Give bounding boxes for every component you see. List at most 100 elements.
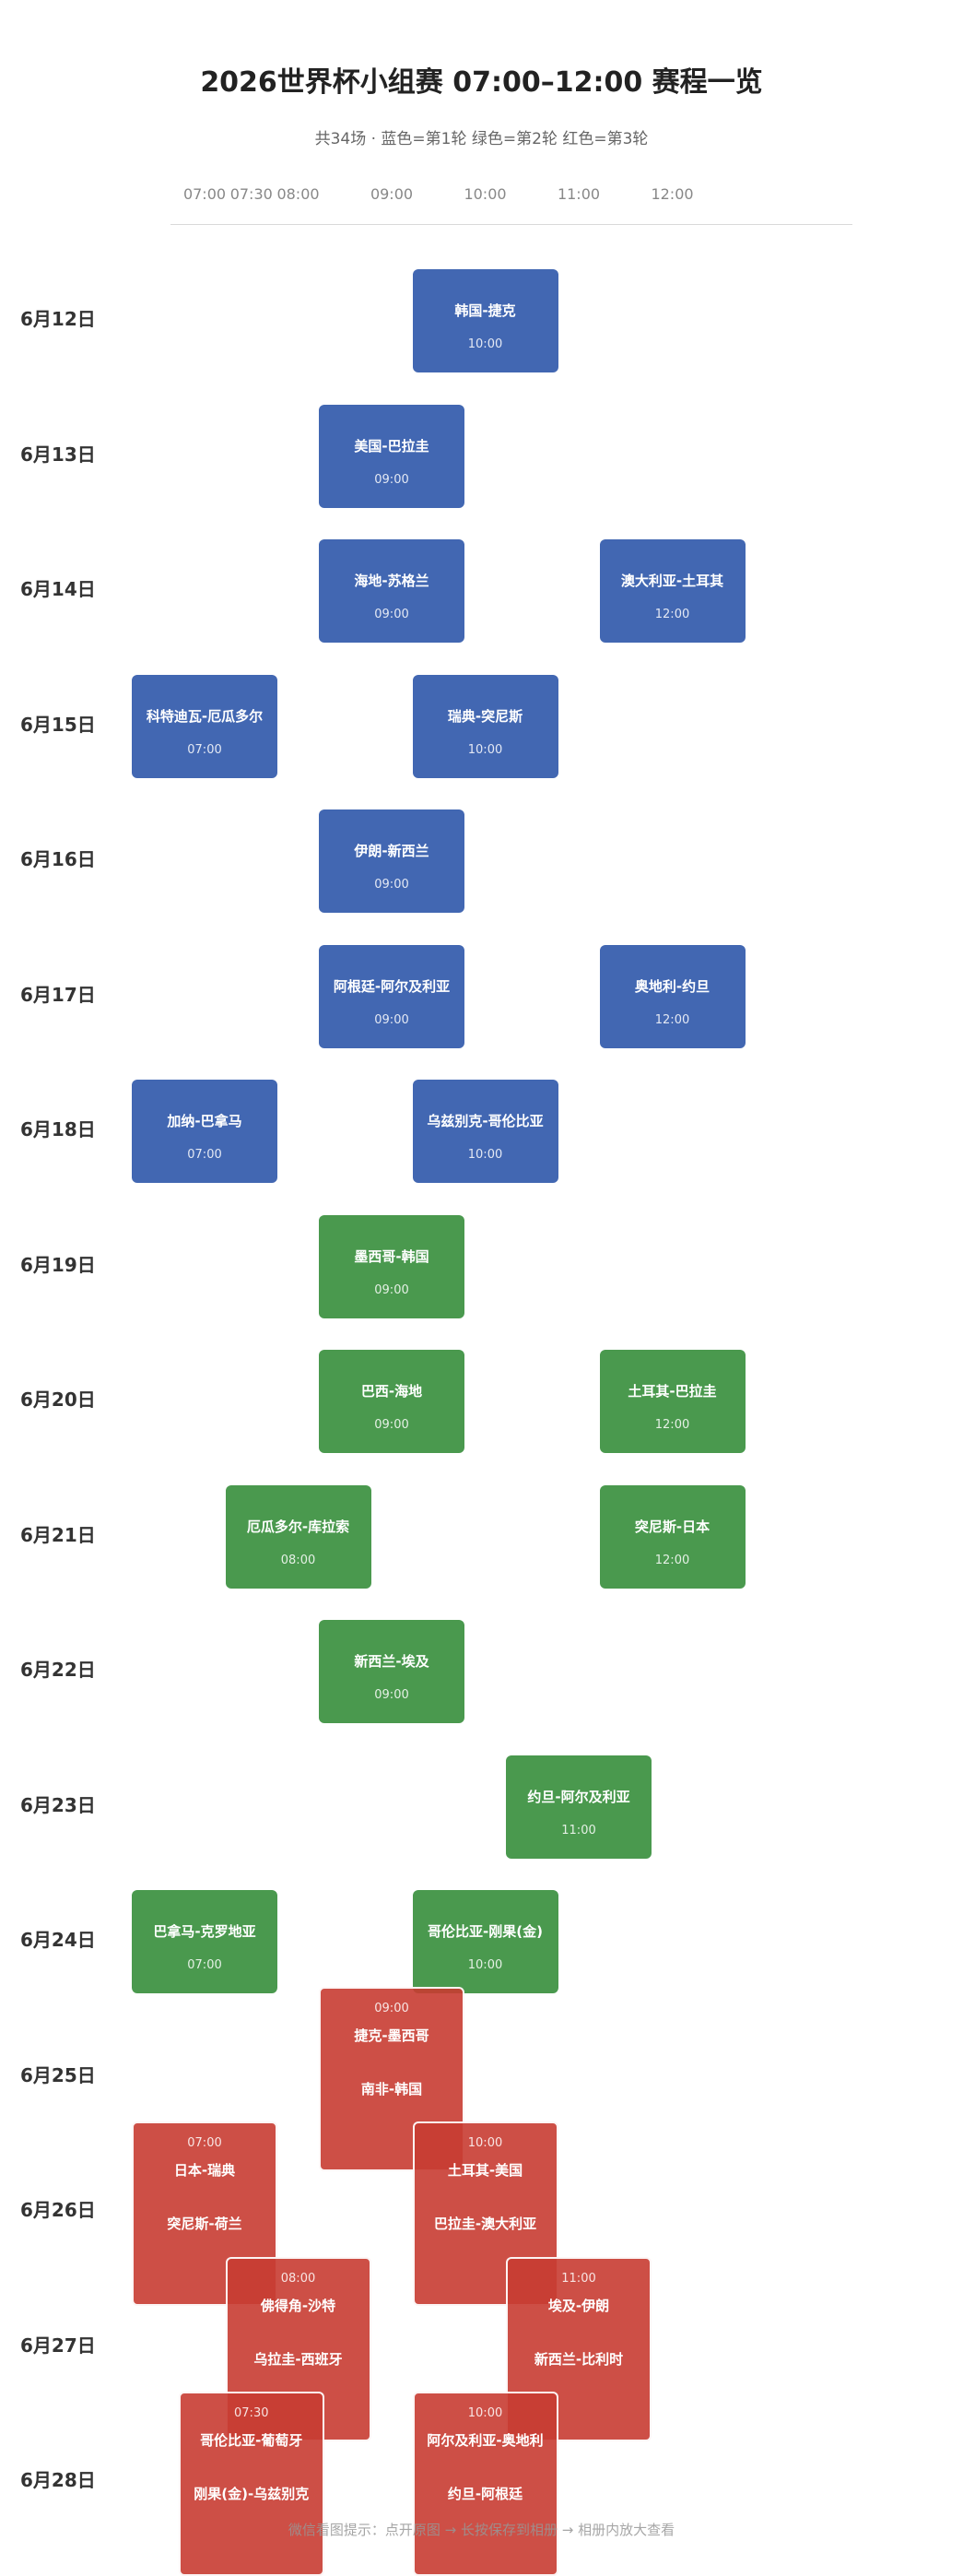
match-time: 12:00 xyxy=(654,1012,690,1027)
match-time: 09:00 xyxy=(374,608,409,621)
match-card[interactable]: 加纳-巴拿马 07:00 xyxy=(132,1080,277,1183)
day-label: 6月16日 xyxy=(20,848,96,870)
time-label: 12:00 xyxy=(651,185,694,203)
time-label: 11:00 xyxy=(557,185,601,203)
match-teams: 哥伦比亚-刚果(金) xyxy=(428,1923,543,1940)
match-time: 08:00 xyxy=(280,1553,316,1567)
match-time: 10:00 xyxy=(467,2136,503,2150)
match-teams: 乌拉圭-西班牙 xyxy=(253,2350,343,2368)
match-time: 09:00 xyxy=(374,1012,409,1027)
time-label: 09:00 xyxy=(370,185,414,203)
match-time: 12:00 xyxy=(654,1418,690,1432)
match-teams: 加纳-巴拿马 xyxy=(167,1113,242,1129)
match-teams: 美国-巴拉圭 xyxy=(354,437,429,455)
match-card[interactable]: 哥伦比亚-刚果(金) 10:00 xyxy=(412,1890,558,1993)
match-teams: 哥伦比亚-葡萄牙 xyxy=(200,2432,303,2449)
day-label: 6月17日 xyxy=(20,983,96,1006)
match-teams: 土耳其-美国 xyxy=(447,2162,523,2179)
match-teams: 海地-苏格兰 xyxy=(354,573,429,589)
match-time: 07:00 xyxy=(187,742,222,757)
match-time: 07:30 xyxy=(234,2406,269,2420)
match-teams: 土耳其-巴拉圭 xyxy=(628,1383,717,1400)
day-label: 6月15日 xyxy=(20,713,96,736)
match-card[interactable]: 07:30 哥伦比亚-葡萄牙刚果(金)-乌兹别克 xyxy=(178,2392,324,2576)
match-time: 07:00 xyxy=(187,1958,222,1972)
day-label: 6月22日 xyxy=(20,1659,96,1681)
match-teams: 埃及-伊朗 xyxy=(547,2297,610,2314)
match-teams: 瑞典-突尼斯 xyxy=(447,707,523,725)
match-card[interactable]: 约旦-阿尔及利亚 11:00 xyxy=(506,1755,652,1859)
time-label: 07:30 xyxy=(229,185,273,203)
match-time: 10:00 xyxy=(467,2406,503,2420)
match-time: 10:00 xyxy=(467,1958,503,1972)
match-time: 10:00 xyxy=(467,1148,503,1162)
day-label: 6月12日 xyxy=(20,308,96,330)
match-time: 07:00 xyxy=(187,1148,222,1162)
match-time: 07:00 xyxy=(187,2136,222,2150)
match-card[interactable]: 厄瓜多尔-库拉索 08:00 xyxy=(225,1484,371,1589)
match-teams: 乌兹别克-哥伦比亚 xyxy=(427,1113,544,1129)
page-title: 2026世界杯小组赛 07:00–12:00 赛程一览 xyxy=(200,66,763,99)
day-label: 6月14日 xyxy=(20,578,96,600)
match-teams: 厄瓜多尔-库拉索 xyxy=(246,1518,350,1535)
page-subtitle: 共34场 · 蓝色=第1轮 绿色=第2轮 红色=第3轮 xyxy=(314,130,649,148)
day-label: 6月26日 xyxy=(20,2199,96,2221)
match-card[interactable]: 新西兰-埃及 09:00 xyxy=(319,1620,464,1723)
match-card[interactable]: 巴拿马-克罗地亚 07:00 xyxy=(132,1890,277,1993)
time-label: 07:00 xyxy=(182,185,227,203)
match-teams: 奥地利-约旦 xyxy=(634,977,711,995)
time-label: 10:00 xyxy=(464,185,507,203)
day-label: 6月27日 xyxy=(20,2334,96,2357)
match-time: 09:00 xyxy=(374,1282,409,1297)
match-teams: 刚果(金)-乌兹别克 xyxy=(194,2486,310,2502)
match-card[interactable]: 科特迪瓦-厄瓜多尔 07:00 xyxy=(132,674,277,778)
match-card[interactable]: 瑞典-突尼斯 10:00 xyxy=(412,674,558,778)
match-teams: 新西兰-埃及 xyxy=(354,1653,429,1670)
match-teams: 约旦-阿尔及利亚 xyxy=(527,1788,630,1805)
day-label: 6月13日 xyxy=(20,443,96,466)
match-teams: 伊朗-新西兰 xyxy=(354,843,429,859)
day-label: 6月21日 xyxy=(20,1523,96,1546)
match-card[interactable]: 韩国-捷克 10:00 xyxy=(412,269,558,372)
day-label: 6月24日 xyxy=(20,1929,96,1951)
match-time: 09:00 xyxy=(374,2001,409,2015)
match-card[interactable]: 土耳其-巴拉圭 12:00 xyxy=(599,1350,746,1453)
match-time: 12:00 xyxy=(654,1553,690,1567)
match-time: 11:00 xyxy=(561,1823,596,1837)
time-axis-line xyxy=(170,224,852,225)
match-card[interactable]: 突尼斯-日本 12:00 xyxy=(599,1484,746,1589)
footer-hint: 微信看图提示：点开原图 → 长按保存到相册 → 相册内放大查看 xyxy=(288,2522,675,2538)
match-time: 08:00 xyxy=(280,2271,316,2286)
match-time: 10:00 xyxy=(467,337,503,351)
match-time: 09:00 xyxy=(374,1688,409,1702)
match-teams: 澳大利亚-土耳其 xyxy=(620,573,724,589)
match-card[interactable]: 美国-巴拉圭 09:00 xyxy=(319,404,464,508)
match-teams: 佛得角-沙特 xyxy=(260,2297,336,2314)
match-time: 09:00 xyxy=(374,472,409,487)
match-card[interactable]: 海地-苏格兰 09:00 xyxy=(319,539,464,643)
match-teams: 科特迪瓦-厄瓜多尔 xyxy=(146,707,264,725)
match-teams: 约旦-阿根廷 xyxy=(447,2486,523,2502)
match-card[interactable]: 乌兹别克-哥伦比亚 10:00 xyxy=(412,1080,558,1183)
time-label: 08:00 xyxy=(276,185,320,203)
day-label: 6月28日 xyxy=(20,2469,96,2491)
match-teams: 突尼斯-日本 xyxy=(634,1518,711,1535)
match-time: 11:00 xyxy=(561,2271,596,2286)
day-label: 6月25日 xyxy=(20,2063,96,2086)
day-label: 6月19日 xyxy=(20,1253,96,1276)
day-label: 6月20日 xyxy=(20,1388,96,1411)
match-card[interactable]: 奥地利-约旦 12:00 xyxy=(599,944,746,1048)
match-teams: 南非-韩国 xyxy=(360,2080,423,2097)
match-teams: 日本-瑞典 xyxy=(173,2162,236,2179)
match-teams: 巴拿马-克罗地亚 xyxy=(153,1923,256,1940)
match-time: 10:00 xyxy=(467,742,503,757)
day-label: 6月18日 xyxy=(20,1118,96,1140)
match-teams: 韩国-捷克 xyxy=(454,302,516,319)
match-teams: 突尼斯-荷兰 xyxy=(167,2216,242,2232)
